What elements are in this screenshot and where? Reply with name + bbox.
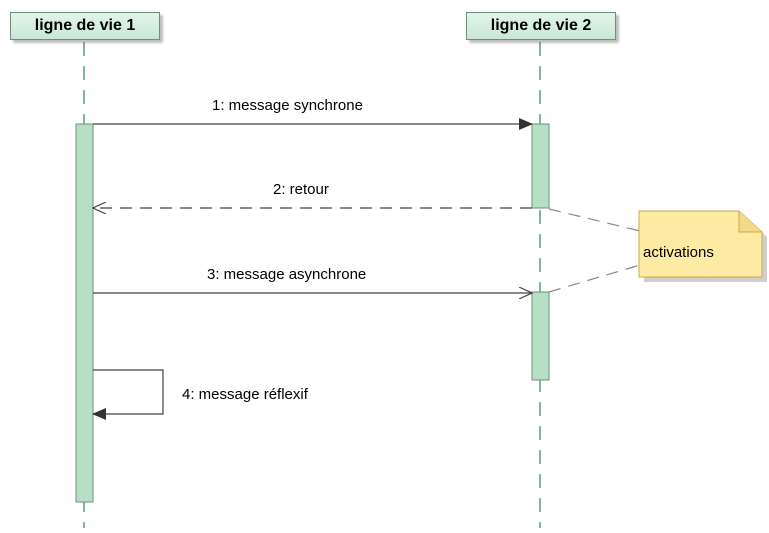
message-1-label: 1: message synchrone — [212, 97, 363, 114]
activation-bar-lifeline-2-first — [531, 123, 550, 209]
message-2-label: 2: retour — [273, 181, 329, 198]
lifeline-2-header: ligne de vie 2 — [466, 12, 616, 40]
note-connector-top — [548, 208, 641, 232]
message-4-arrow — [92, 369, 164, 420]
message-3-label: 3: message asynchrone — [207, 266, 367, 283]
note-box — [638, 210, 763, 278]
lifeline-1-header: ligne de vie 1 — [10, 12, 160, 40]
activation-bar-lifeline-2-second — [531, 291, 550, 381]
note-fold — [738, 211, 762, 233]
activation-bar-lifeline-1 — [75, 123, 94, 503]
message-4-label: 4: message réflexif — [182, 386, 308, 403]
note-connector-bottom — [548, 264, 641, 293]
note-text: activations — [643, 244, 714, 261]
